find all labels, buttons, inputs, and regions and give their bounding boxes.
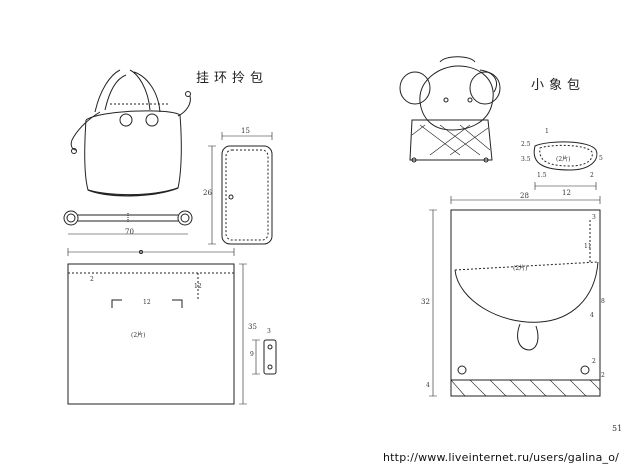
seam-allowance-label: 2 (90, 276, 94, 283)
oval-left-b-label: 3.5 (521, 156, 531, 163)
ring-bag-title: 挂环拎包 (196, 71, 269, 86)
elephant-bag-title: 小象包 (531, 78, 586, 93)
panel-gap-label: 12 (143, 299, 151, 306)
panel-curve-b-label: 4 (590, 312, 594, 319)
case-height-label: 26 (203, 189, 212, 197)
panel-curve-label: 8 (601, 298, 605, 305)
tab-piece (252, 339, 277, 375)
panel-eyelet-a-label: 2 (592, 358, 596, 365)
watermark-url: http://www.liveinternet.ru/users/galina_… (383, 451, 620, 464)
page-number: 51 (612, 424, 623, 433)
case-width-label: 15 (241, 127, 250, 135)
tab-width-label: 3 (267, 328, 271, 335)
right-panel-count-label: (2片) (513, 265, 528, 272)
right-main-panel (429, 196, 601, 397)
oval-right-label: 5 (599, 155, 603, 162)
oval-bottom-right-label: 2 (590, 172, 594, 179)
tab-height-label: 9 (250, 351, 254, 358)
panel-offset-label: 12 (194, 283, 202, 290)
panel-eyelet-b-label: 2 (601, 372, 605, 379)
handle-length-label: 70 (125, 228, 134, 236)
side-case-piece (208, 132, 273, 245)
right-panel-width-label: 28 (520, 192, 529, 200)
handle-piece (63, 210, 193, 235)
oval-top-label: 1 (545, 128, 549, 135)
panel-top-right-label: 3 (592, 214, 596, 221)
oval-left-a-label: 2.5 (521, 141, 531, 148)
panel-side-label: 11 (584, 243, 592, 250)
elephant-bag-illustration (399, 56, 501, 163)
left-main-panel (67, 248, 247, 405)
oval-bottom-left-label: 1.5 (537, 172, 547, 179)
ring-bag-illustration (70, 69, 191, 197)
panel-bottom-label: 4 (426, 382, 430, 389)
oval-count-label: (2片) (556, 156, 571, 163)
oval-width-label: 12 (562, 189, 571, 197)
oval-piece (533, 141, 598, 190)
panel-height-label: 35 (248, 323, 257, 331)
right-panel-height-label: 32 (421, 298, 430, 306)
left-panel-count-label: (2片) (131, 332, 146, 339)
